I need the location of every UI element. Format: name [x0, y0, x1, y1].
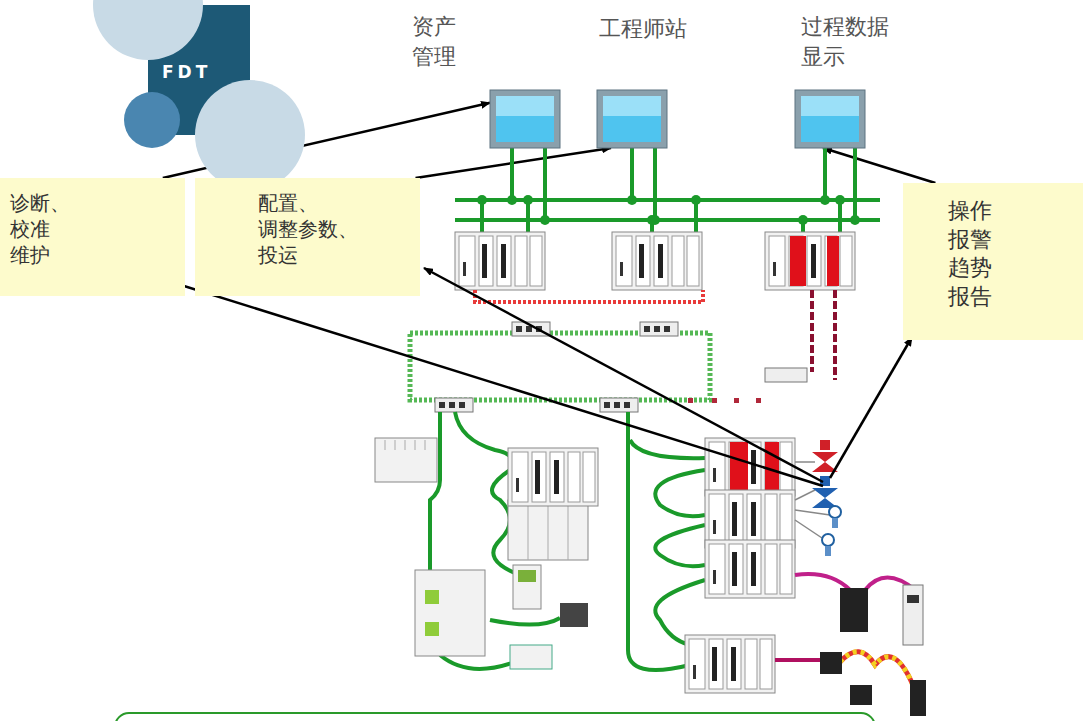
station-caption: 工程师站	[599, 14, 739, 44]
arrow-connector	[823, 148, 935, 183]
callout-box: 操作 报警 趋势 报告	[903, 183, 1083, 340]
callout-text: 诊断、 校准 维护	[10, 190, 90, 268]
callout-box: 诊断、 校准 维护	[0, 178, 185, 296]
callout-box: 配置、 调整参数、 投运	[195, 178, 420, 296]
monitor-station: 工程师站	[597, 90, 667, 148]
station-caption: 过程数据 显示	[801, 12, 901, 71]
callout-text: 操作 报警 趋势 报告	[948, 197, 998, 311]
callout-text: 配置、 调整参数、 投运	[258, 190, 370, 268]
logo-text: FDT	[162, 62, 211, 82]
monitor-station: 资产 管理	[490, 90, 565, 148]
monitor-station: 过程数据 显示	[795, 90, 865, 148]
station-caption: 资产 管理	[412, 12, 474, 71]
